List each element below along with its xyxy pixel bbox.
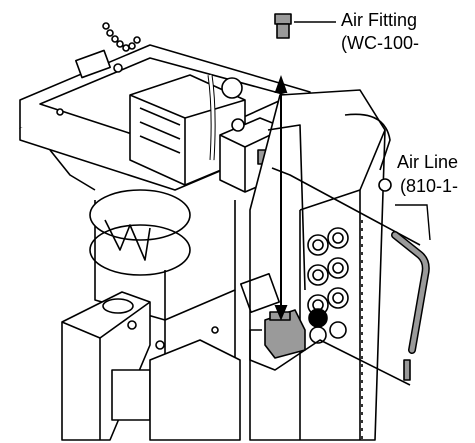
air-fitting-part-number: (WC-100- — [341, 33, 420, 53]
cylinder-body — [129, 74, 246, 186]
air-line-part-number: (810-1- — [400, 176, 459, 196]
air-fitting-part — [274, 13, 292, 39]
left-column — [89, 189, 236, 440]
air-fitting-label: Air Fitting — [341, 10, 418, 30]
panel-gauges — [239, 227, 349, 344]
air-line-tubing — [249, 124, 421, 386]
air-line-part — [391, 231, 430, 381]
air-line-label: Air Line — [397, 152, 459, 172]
tool-block — [61, 291, 241, 441]
install-arrows — [274, 75, 288, 321]
chain — [102, 22, 141, 52]
leader-lines — [294, 21, 431, 241]
